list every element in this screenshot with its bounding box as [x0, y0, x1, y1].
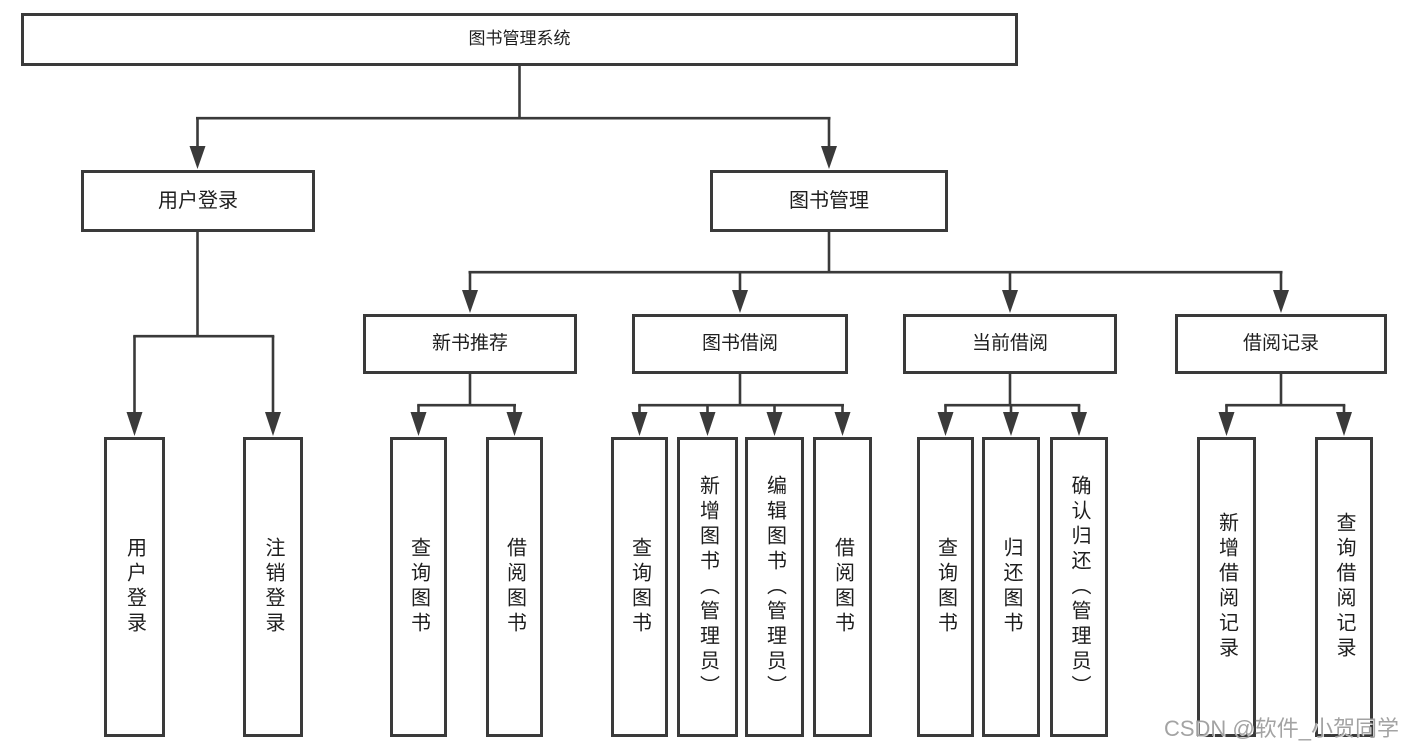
node-borrow-record: 借阅记录: [1175, 314, 1387, 374]
leaf-borrow-books: 借阅图书: [813, 437, 872, 737]
leaf-edit-books-admin: 编辑图书（管理员）: [745, 437, 804, 737]
node-user-login-branch: 用户登录: [81, 170, 315, 232]
leaf-query-books-current: 查询图书: [917, 437, 974, 737]
leaf-add-books-admin: 新增图书（管理员）: [677, 437, 738, 737]
leaf-return-books: 归还图书: [982, 437, 1040, 737]
csdn-watermark: CSDN @软件_小贺同学: [1163, 716, 1399, 741]
node-book-management-branch: 图书管理: [710, 170, 948, 232]
node-system-root: 图书管理系统: [21, 13, 1018, 66]
leaf-query-borrow-record: 查询借阅记录: [1315, 437, 1373, 737]
node-new-book-recommend: 新书推荐: [363, 314, 577, 374]
node-current-borrow: 当前借阅: [903, 314, 1117, 374]
leaf-query-books-recommend: 查询图书: [390, 437, 447, 737]
leaf-logout: 注销登录: [243, 437, 303, 737]
leaf-user-login: 用户登录: [104, 437, 165, 737]
leaf-add-borrow-record: 新增借阅记录: [1197, 437, 1256, 737]
leaf-borrow-books-recommend: 借阅图书: [486, 437, 543, 737]
leaf-confirm-return-admin: 确认归还（管理员）: [1050, 437, 1108, 737]
node-book-borrow: 图书借阅: [632, 314, 848, 374]
leaf-query-books-borrow: 查询图书: [611, 437, 668, 737]
